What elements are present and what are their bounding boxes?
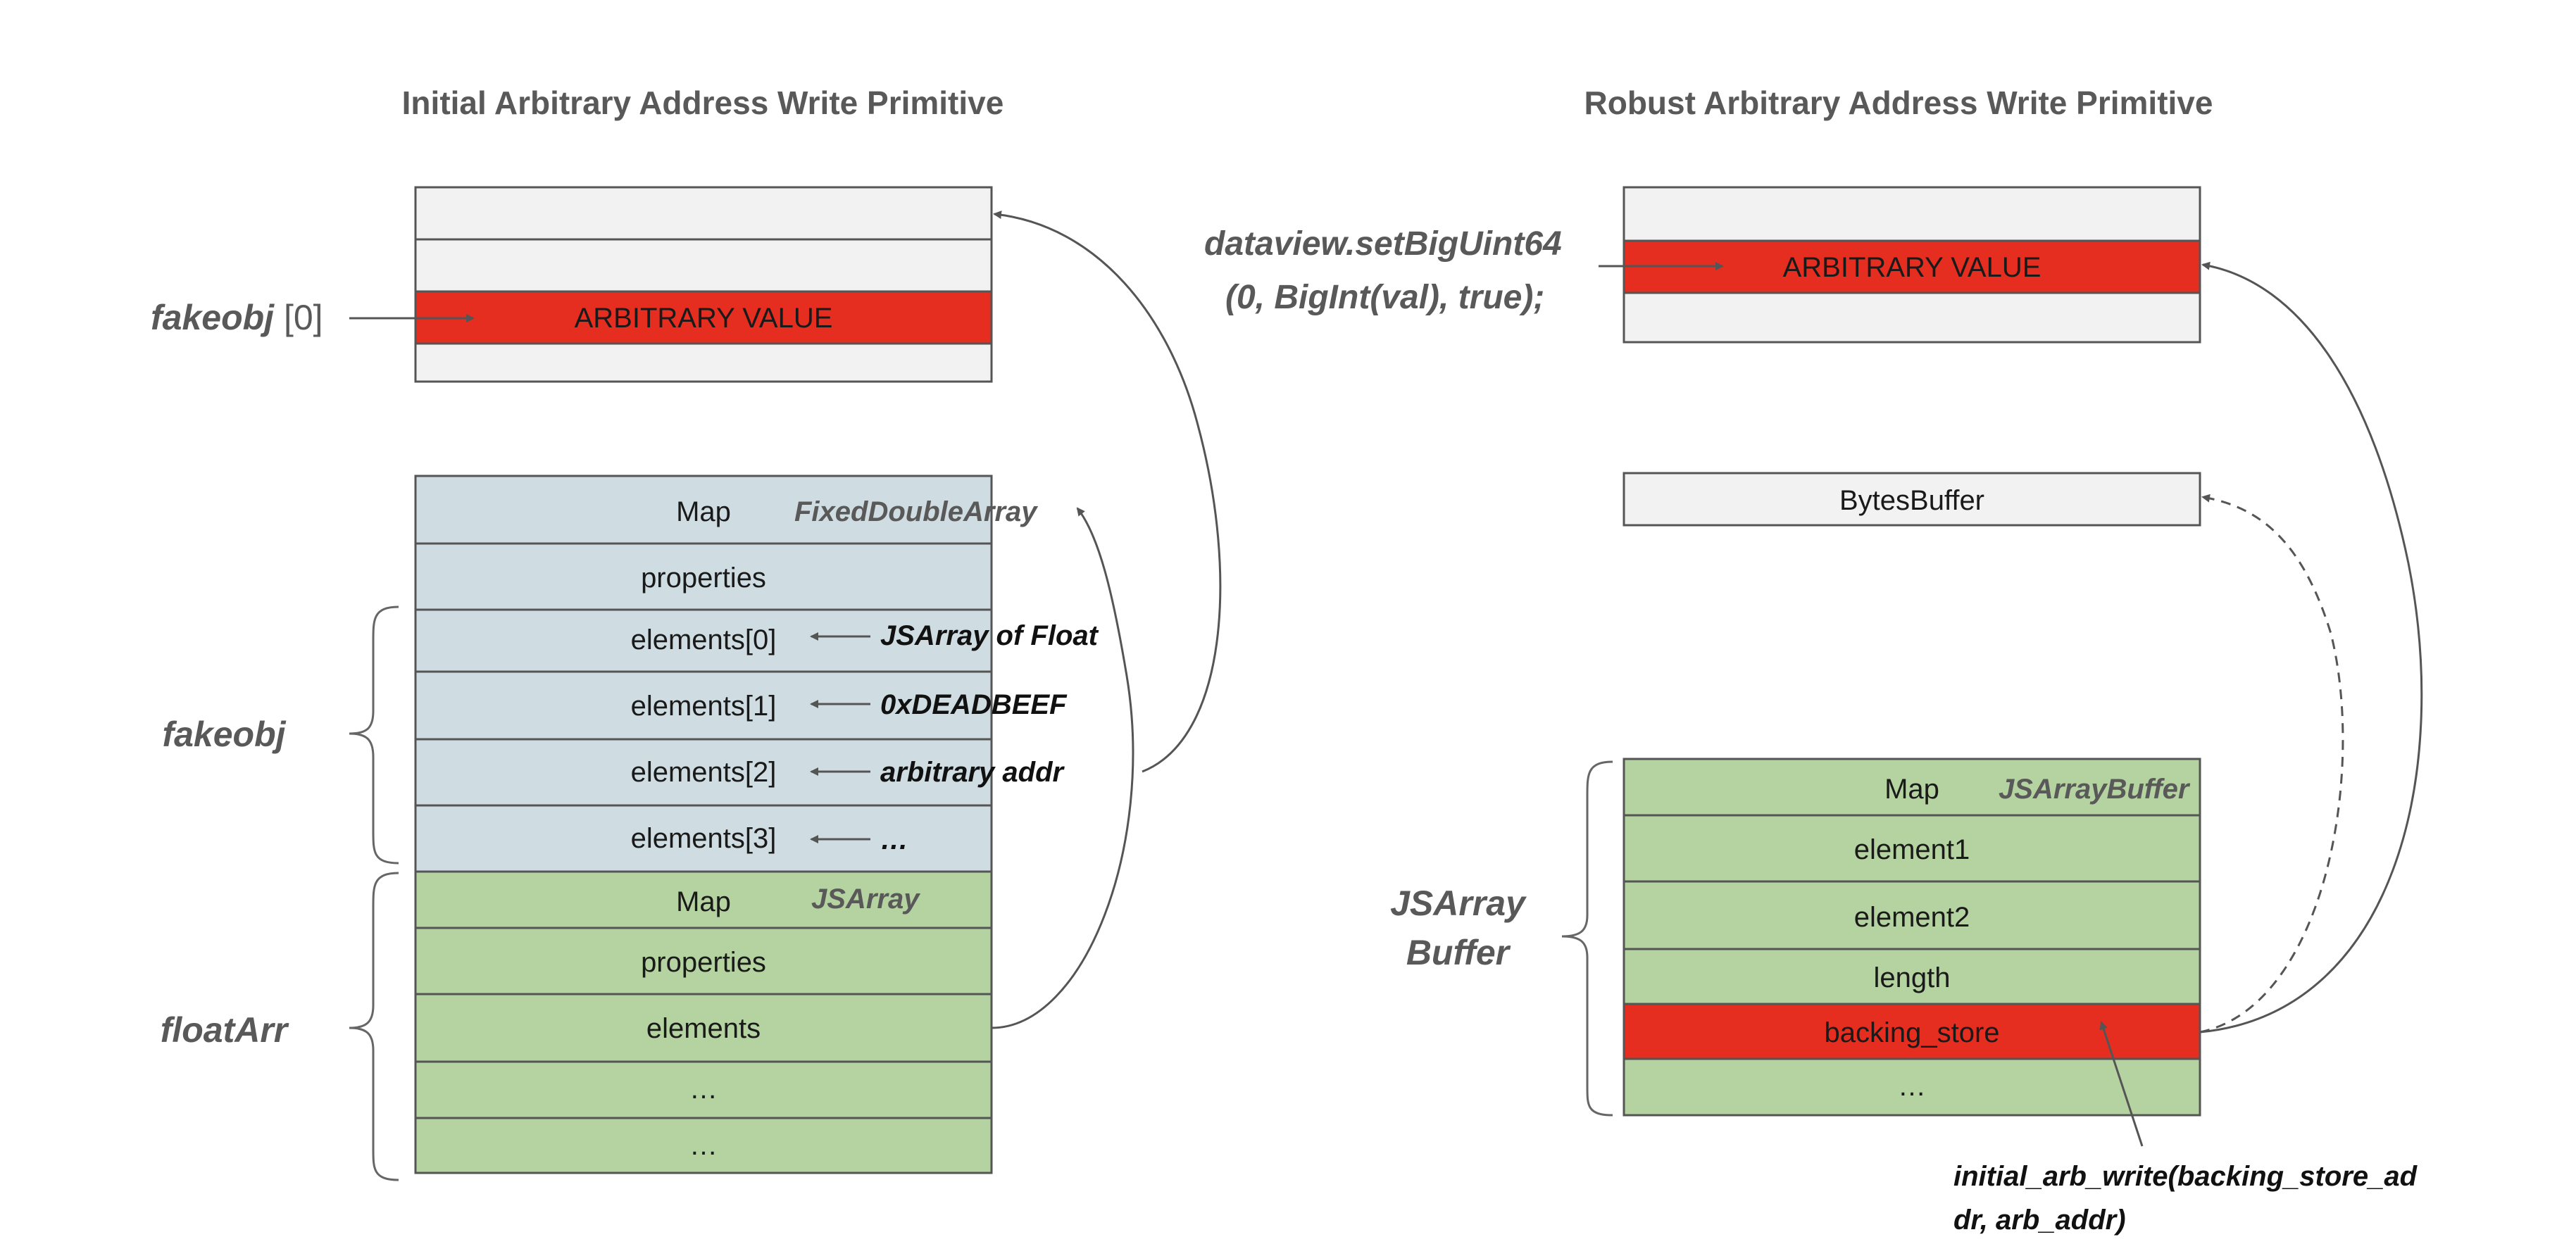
fda-cell-elements-1 xyxy=(414,670,993,741)
jsab-cell-ellipsis xyxy=(1622,1057,2201,1117)
right-target-memory-block: ARBITRARY VALUE xyxy=(1622,186,2201,344)
backing-store-to-target-curve xyxy=(2199,261,2423,1034)
jsa-ellipsis-1-text: … xyxy=(689,1074,718,1105)
jsa-cell-ellipsis-2 xyxy=(414,1117,993,1174)
jsa-elements-text: elements xyxy=(646,1013,761,1044)
fakeobj-label: fakeobj xyxy=(162,715,286,754)
title-initial-primitive: Initial Arbitrary Address Write Primitiv… xyxy=(402,84,1004,121)
jsab-cell-element2 xyxy=(1622,880,2201,950)
fda-elements-1-text: elements[1] xyxy=(631,691,777,722)
left-target-memory-block: ARBITRARY VALUE xyxy=(414,186,993,383)
jsab-backing-store-text: backing_store xyxy=(1824,1017,1999,1048)
fda-tag: FixedDoubleArray xyxy=(794,496,1038,527)
jsarraybuffer-label-line2: Buffer xyxy=(1406,933,1511,972)
jsab-element1-text: element1 xyxy=(1854,834,1970,865)
fda-elements-2-text: elements[2] xyxy=(631,757,777,788)
jsa-map-text: Map xyxy=(676,886,731,917)
elements-to-fda-curve xyxy=(991,507,1134,1029)
fda-map-text: Map xyxy=(676,496,731,527)
fda-cell-map xyxy=(414,475,993,545)
el0-annotation: JSArray of Float xyxy=(880,620,1099,651)
right-target-cell-3 xyxy=(1622,291,2201,344)
fakeobj-brace xyxy=(349,605,399,865)
initial-write-line1: initial_arb_write(backing_store_ad xyxy=(1953,1161,2418,1192)
left-target-cell-2 xyxy=(414,238,993,293)
dataview-call-line1: dataview.setBigUint64 xyxy=(1204,225,1562,263)
jsab-map-text: Map xyxy=(1884,774,1939,805)
fakeobj-index-suffix: [0] xyxy=(274,298,323,337)
left-target-cell-1 xyxy=(414,186,993,241)
jsa-cell-properties xyxy=(414,927,993,996)
jsa-tag: JSArray xyxy=(811,884,920,915)
fda-cell-elements-0 xyxy=(414,608,993,673)
initial-write-arrow xyxy=(2099,1021,2144,1147)
jsa-cell-ellipsis-1 xyxy=(414,1060,993,1119)
jsarraybuffer-brace xyxy=(1561,760,1613,1117)
bytes-buffer-text: BytesBuffer xyxy=(1839,485,1984,516)
left-target-cell-4 xyxy=(414,342,993,383)
initial-write-line2: dr, arb_addr) xyxy=(1953,1205,2126,1236)
fda-cell-elements-2 xyxy=(414,738,993,807)
right-target-arbitrary-value-text: ARBITRARY VALUE xyxy=(1783,252,2042,283)
fakeobj-index-label: fakeobj [0] xyxy=(151,298,323,337)
jsab-element2-text: element2 xyxy=(1854,902,1970,933)
el1-annotation: 0xDEADBEEF xyxy=(880,689,1068,720)
fda-elements-3-text: elements[3] xyxy=(631,823,777,854)
jsab-length-text: length xyxy=(1874,962,1951,993)
el3-annotation: … xyxy=(880,824,908,855)
jsarraybuffer-label-line1: JSArray xyxy=(1390,884,1527,923)
jsab-tag: JSArrayBuffer xyxy=(1999,774,2191,805)
fakeobj-index-name: fakeobj xyxy=(151,298,275,337)
floatarr-label: floatArr xyxy=(161,1010,289,1050)
jsa-ellipsis-2-text: … xyxy=(689,1130,718,1161)
bytes-buffer-cell xyxy=(1622,472,2201,527)
fixed-double-array-block: Map FixedDoubleArray properties elements… xyxy=(414,475,1038,873)
title-robust-primitive: Robust Arbitrary Address Write Primitive xyxy=(1584,84,2213,121)
fda-properties-text: properties xyxy=(641,563,766,594)
bytes-buffer-block: BytesBuffer xyxy=(1622,472,2201,527)
left-target-arbitrary-value-text: ARBITRARY VALUE xyxy=(575,303,833,334)
el2-annotation: arbitrary addr xyxy=(880,757,1065,788)
js-array-block: Map JSArray properties elements … … xyxy=(414,870,993,1174)
left-target-cell-arbitrary-value xyxy=(414,290,993,345)
jsab-cell-length xyxy=(1622,948,2201,1005)
jsab-ellipsis-text: … xyxy=(1898,1071,1926,1102)
fda-cell-elements-3 xyxy=(414,804,993,873)
jsab-cell-element1 xyxy=(1622,814,2201,883)
backing-store-to-bytes-buffer-dashed-curve xyxy=(2199,494,2344,1034)
floatarr-brace xyxy=(349,872,399,1181)
jsab-cell-map xyxy=(1622,758,2201,817)
jsa-cell-map xyxy=(414,870,993,929)
dataview-call-line2: (0, BigInt(val), true); xyxy=(1225,279,1544,316)
fda-elements-0-text: elements[0] xyxy=(631,624,777,655)
arbitrary-addr-to-target-curve xyxy=(993,211,1222,773)
right-target-cell-1 xyxy=(1622,186,2201,242)
jsa-properties-text: properties xyxy=(641,947,766,978)
